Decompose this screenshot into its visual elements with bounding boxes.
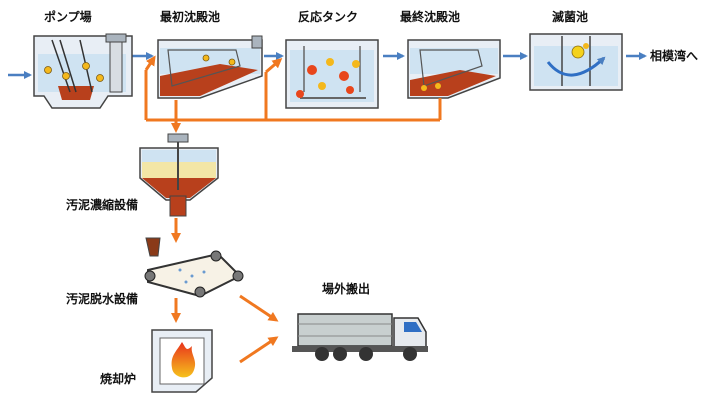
reaction-tank [285, 39, 379, 109]
sludge-flow-lines [144, 55, 442, 364]
label-sagami-bay: 相模湾へ [650, 49, 699, 63]
incinerator [151, 329, 213, 393]
label-offsite: 場外搬出 [322, 282, 371, 296]
water-flow-arrows [8, 52, 647, 79]
sludge-thickener [139, 133, 219, 217]
disinfection-tank [529, 33, 623, 91]
label-reaction-tank: 反応タンク [298, 10, 359, 24]
sludge-dewatering [144, 237, 244, 298]
pump-station [33, 33, 133, 109]
label-thickener: 汚泥濃縮設備 [66, 198, 139, 212]
label-primary-sedimentation: 最初沈殿池 [160, 10, 221, 24]
label-pump-station: ポンプ場 [44, 10, 92, 24]
label-incinerator: 焼却炉 [100, 372, 137, 386]
label-final-sedimentation: 最終沈殿池 [400, 10, 461, 24]
arrow-dewatering-to-truck [239, 294, 279, 322]
primary-sedimentation-tank [157, 35, 263, 99]
label-dewatering: 汚泥脱水設備 [66, 292, 139, 306]
label-disinfection: 滅菌池 [552, 10, 589, 24]
flame-icon [171, 342, 196, 378]
dump-truck [292, 313, 428, 361]
arrow-incinerator-to-truck [239, 336, 279, 364]
final-sedimentation-tank [407, 39, 501, 99]
